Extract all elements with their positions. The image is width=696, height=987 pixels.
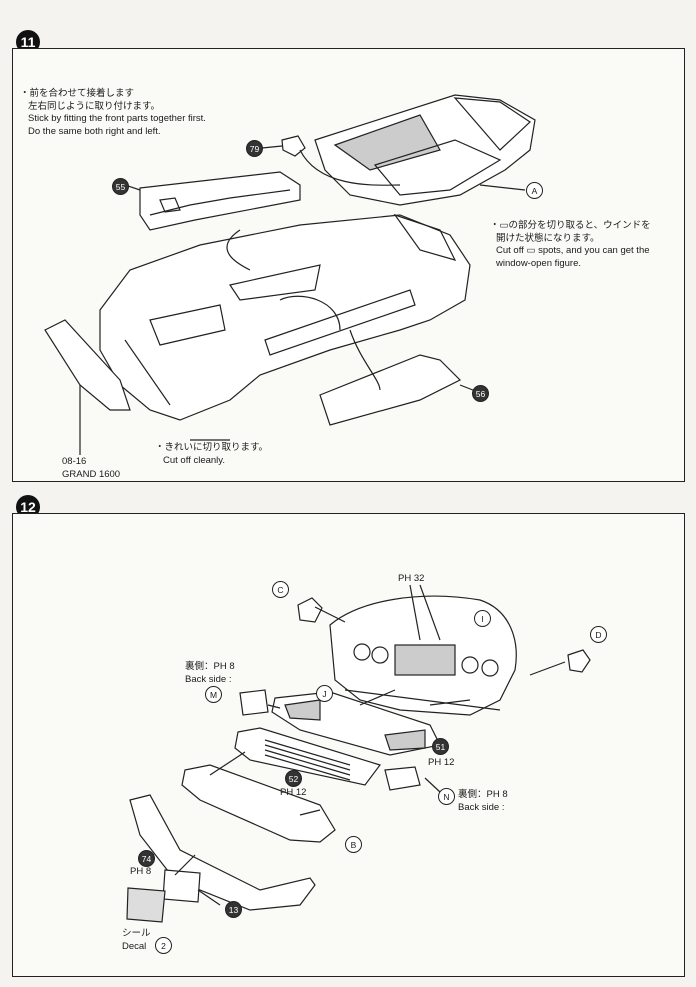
front-nose-body [329,595,517,716]
callout-79: 79 [246,140,263,157]
body-shell [99,213,471,421]
ph8-label-74: PH 8 [130,866,152,877]
note-window-open: ・▭の部分を切り取ると、ウインドを 開けた状態になります。 Cut off ▭ … [490,220,651,269]
part-M [239,689,269,716]
note-front-fit: ・前を合わせて接着します 左右同じように取り付けます。 Stick by fit… [20,88,206,137]
part-13-plate [162,869,201,903]
callout-13: 13 [225,901,242,918]
callout-55: 55 [112,178,129,195]
callout-52: 52 [285,770,302,787]
rear-window-part [314,94,536,206]
part-N [384,766,421,791]
callout-D: D [590,626,607,643]
note-cut-cleanly: ・きれいに切り取ります。 Cut off cleanly. [155,442,269,466]
callout-A: A [526,182,543,199]
part-52-grille [234,727,381,786]
ph12-label-51: PH 12 [428,757,455,768]
callout-J: J [316,685,333,702]
callout-74: 74 [138,850,155,867]
callout-51: 51 [432,738,449,755]
part-C [297,597,323,623]
part-D [567,649,591,673]
ph32-label: PH 32 [398,573,425,584]
callout-N: N [438,788,455,805]
callout-C: C [272,581,289,598]
callout-I: I [474,610,491,627]
part-55-panel [139,171,301,231]
step-12-panel [12,513,685,977]
callout-M: M [205,686,222,703]
part-74-bumper [129,794,316,911]
callout-2: 2 [155,937,172,954]
part-56-skirt [319,354,462,426]
callout-56: 56 [472,385,489,402]
decal-2 [126,887,166,923]
part-79 [281,135,306,157]
part-reference: 08-16 GRAND 1600 [62,456,121,480]
decal-label: シール Decal [122,928,151,952]
ph12-label-52: PH 12 [280,787,307,798]
back-side-n-label: 裏側：PH 8 Back side : [458,789,508,813]
part-B [181,764,336,843]
callout-B: B [345,836,362,853]
back-side-m-label: 裏側：PH 8 Back side : [185,661,235,685]
